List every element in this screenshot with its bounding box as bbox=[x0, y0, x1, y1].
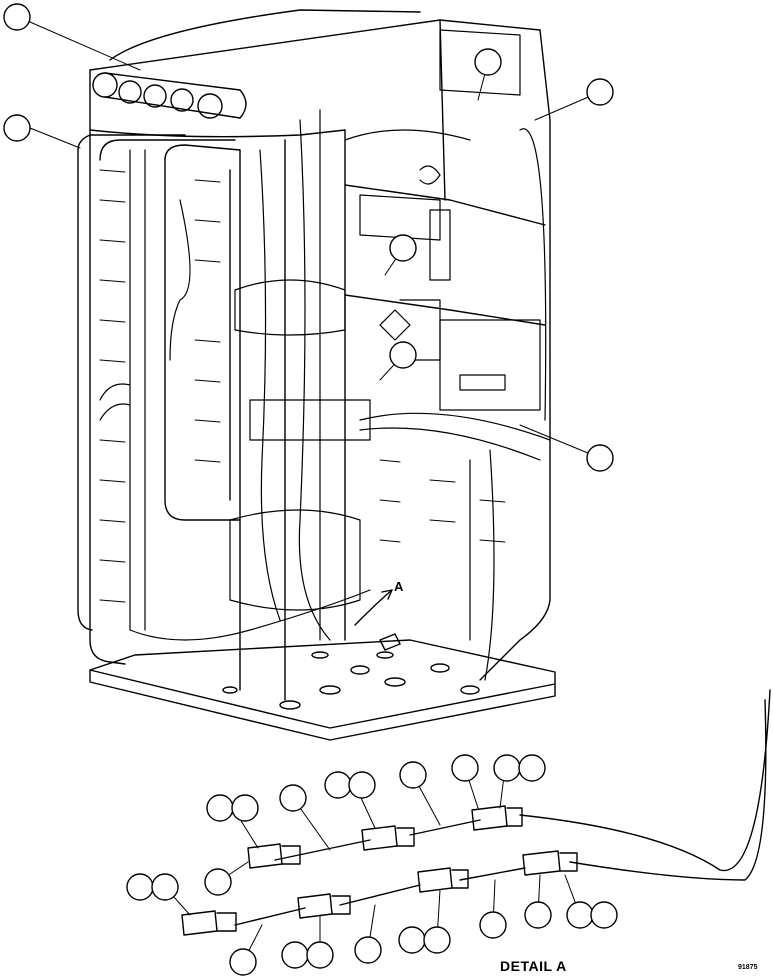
callout-18 bbox=[126, 873, 154, 901]
callout-8 bbox=[206, 794, 234, 822]
callout-26 bbox=[479, 911, 507, 939]
callout-7 bbox=[586, 444, 614, 472]
callout-2 bbox=[3, 114, 31, 142]
callout-9 bbox=[231, 794, 259, 822]
callout-6 bbox=[389, 341, 417, 369]
callout-circles bbox=[3, 3, 618, 976]
detail-a-harness bbox=[181, 689, 771, 936]
callout-29 bbox=[590, 901, 618, 929]
detail-a-arrow bbox=[354, 589, 401, 651]
callout-23 bbox=[354, 936, 382, 964]
detail-a-title: DETAIL A bbox=[500, 958, 567, 974]
callout-10 bbox=[279, 784, 307, 812]
callout-4 bbox=[586, 78, 614, 106]
callout-19 bbox=[151, 873, 179, 901]
callout-22 bbox=[306, 941, 334, 969]
callout-12 bbox=[348, 771, 376, 799]
top-cylinders bbox=[92, 72, 247, 119]
detail-a-arrow-letter: A bbox=[394, 579, 404, 594]
leader-lines bbox=[29, 21, 601, 963]
panel-ticks bbox=[99, 169, 506, 603]
harness-bundles bbox=[99, 29, 551, 681]
callout-21 bbox=[281, 941, 309, 969]
callout-24 bbox=[398, 926, 426, 954]
base-plate bbox=[89, 639, 556, 741]
callout-1 bbox=[3, 3, 31, 31]
callout-15 bbox=[493, 754, 521, 782]
callout-27 bbox=[524, 901, 552, 929]
callout-5 bbox=[389, 234, 417, 262]
callout-17 bbox=[204, 868, 232, 896]
cabinet-frame bbox=[77, 9, 551, 701]
callout-11 bbox=[324, 771, 352, 799]
callout-25 bbox=[423, 926, 451, 954]
callout-16 bbox=[518, 754, 546, 782]
callout-14 bbox=[451, 754, 479, 782]
figure-number: 91875 bbox=[738, 964, 758, 971]
callout-20 bbox=[229, 948, 257, 976]
callout-28 bbox=[566, 901, 594, 929]
callout-3 bbox=[474, 48, 502, 76]
callout-13 bbox=[399, 761, 427, 789]
